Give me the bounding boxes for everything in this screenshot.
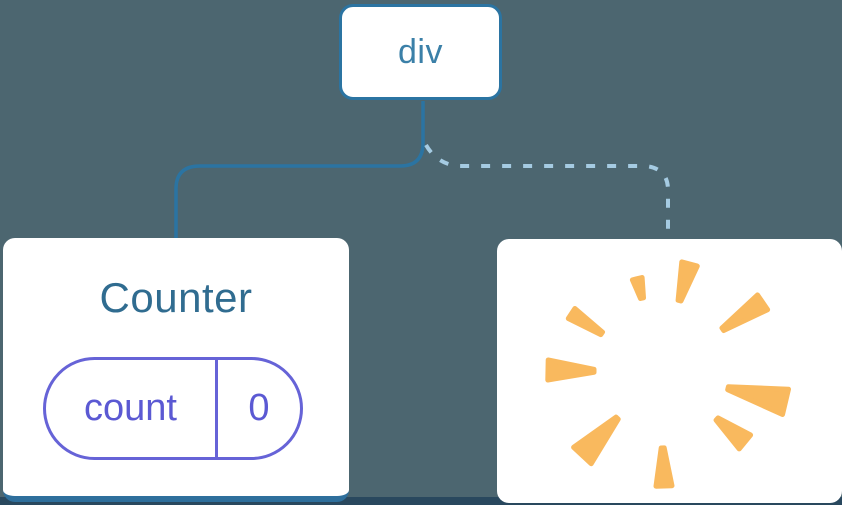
node-div: div [339, 4, 502, 100]
counter-title: Counter [99, 274, 253, 321]
poof-ray [565, 306, 605, 338]
state-value: 0 [215, 360, 300, 457]
poof-ray [545, 357, 597, 383]
node-removed [497, 239, 842, 503]
node-div-label: div [398, 32, 443, 71]
diagram-bottom-edge [0, 497, 842, 505]
state-key: count [84, 387, 177, 429]
poof-ray [653, 445, 675, 489]
poof-ray [571, 414, 621, 467]
poof-ray [675, 259, 700, 304]
poof-ray [725, 384, 791, 417]
poof-icon [545, 259, 791, 489]
node-counter: Counter count 0 [3, 238, 349, 502]
state-pill: count 0 [43, 357, 303, 460]
poof-ray [713, 415, 754, 452]
poof-ray [719, 292, 771, 333]
connector-solid-line [174, 101, 425, 238]
poof-ray [629, 275, 646, 301]
connector-dashed-line [424, 143, 670, 239]
